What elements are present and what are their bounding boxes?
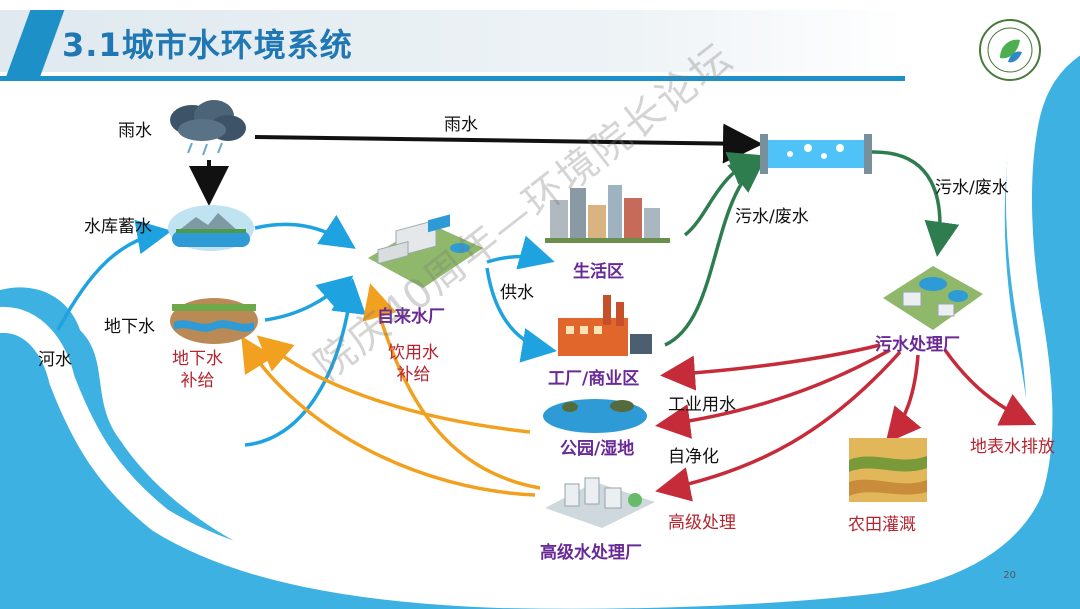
waterworks-label: 自来水厂 xyxy=(377,307,445,327)
drinking-recharge-label: 饮用水 补给 xyxy=(388,343,439,385)
self-purification-label: 自净化 xyxy=(668,447,719,467)
river-to-waterworks-arrow xyxy=(244,278,366,447)
surface-discharge-label: 地表水排放 xyxy=(970,437,1055,457)
river-to-reservoir-arrow xyxy=(56,219,172,331)
pipe-icon xyxy=(760,134,872,174)
groundwater-to-waterworks-arrow xyxy=(264,275,354,322)
advanced-to-waterworks-arrow xyxy=(362,283,541,490)
advanced-to-groundwater-arrow xyxy=(241,336,536,497)
wwtp-to-factory-arrow xyxy=(660,343,881,391)
waterworks-icon xyxy=(368,214,483,288)
page-title: 3.1城市水环境系统 xyxy=(62,26,353,64)
wwtp-icon xyxy=(883,266,983,330)
factory-to-pipe-arrow xyxy=(664,157,766,347)
sewage-right-label: 污水/废水 xyxy=(935,178,1009,198)
pond-icon xyxy=(543,399,647,433)
pipe-to-wwtp-arrow xyxy=(869,150,960,257)
supply-label: 供水 xyxy=(500,283,534,303)
park-wetland-label: 公园/湿地 xyxy=(560,439,635,459)
advanced-treatment-label: 高级处理 xyxy=(668,513,736,533)
reservoir-icon xyxy=(168,205,254,251)
title-underline xyxy=(0,76,905,81)
rain-cloud-icon xyxy=(170,100,246,156)
title-bar xyxy=(0,10,905,72)
groundwater-icon xyxy=(170,298,258,344)
park-to-groundwater-arrow xyxy=(256,335,531,434)
rain-label-left: 雨水 xyxy=(118,121,152,141)
rain-to-pipe-arrow xyxy=(254,123,763,164)
wwtp-to-park-arrow xyxy=(655,348,891,439)
page-number: 20 xyxy=(1003,570,1016,581)
gw-recharge-label: 地下水 补给 xyxy=(172,349,223,391)
factory-area-label: 工厂/商业区 xyxy=(548,369,640,389)
living-area-label: 生活区 xyxy=(573,262,624,282)
waterworks-to-factory-arrow xyxy=(485,267,557,363)
waterworks-to-living-arrow xyxy=(486,235,555,270)
river-label: 河水 xyxy=(38,350,72,370)
sewage-mid-label: 污水/废水 xyxy=(735,207,809,227)
city-buildings-icon xyxy=(545,185,670,243)
advanced-plant-icon xyxy=(545,477,655,528)
reservoir-to-waterworks-arrow xyxy=(254,214,356,249)
rain-label-top: 雨水 xyxy=(444,115,478,135)
factory-icon xyxy=(558,295,652,356)
groundwater-label: 地下水 xyxy=(104,317,155,337)
reservoir-label: 水库蓄水 xyxy=(84,217,152,237)
wwtp-to-advanced-arrow xyxy=(655,350,902,502)
wwtp-label: 污水处理厂 xyxy=(875,335,960,355)
farmland-icon xyxy=(849,438,927,502)
logo-icon xyxy=(979,19,1041,81)
industrial-water-label: 工业用水 xyxy=(668,395,736,415)
wwtp-to-farmland-arrow xyxy=(885,354,922,444)
farmland-label: 农田灌溉 xyxy=(848,515,916,535)
wwtp-to-surface-arrow xyxy=(943,348,1037,426)
advanced-plant-label: 高级水处理厂 xyxy=(540,543,642,563)
